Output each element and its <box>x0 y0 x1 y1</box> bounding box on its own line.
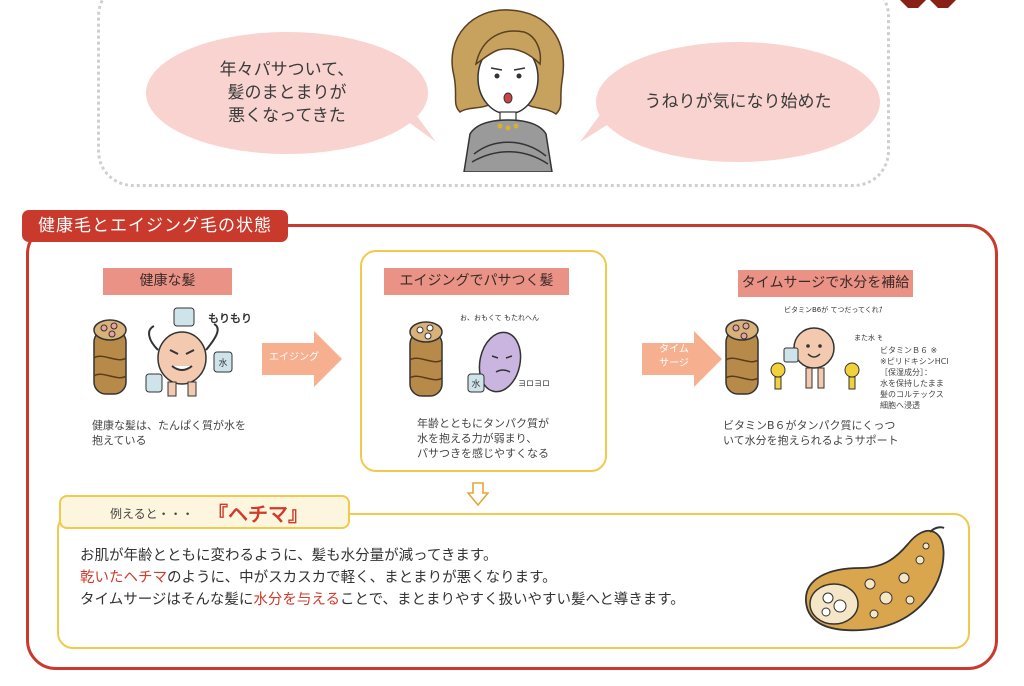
vitamin-b6-note: ビタミンＢ６ ※ ※ピリドキシンHCl ［保湿成分］： 水を保持したまま 髪のコ… <box>880 346 949 410</box>
label-timesurge-hydration: タイムサージで水分を補給 <box>738 270 913 297</box>
aging-hair-illustration: 水 お、おもくて もたれへん ヨロヨロ <box>409 314 550 397</box>
bucket-water-text-2: 水 <box>471 378 480 390</box>
corner-decoration <box>900 0 956 8</box>
bucket-water-text: 水 <box>218 357 227 369</box>
heavy-text: お、おもくて もたれへん <box>460 314 539 322</box>
main-red-frame <box>26 224 998 670</box>
example-prefix: 例えると・・・ <box>110 507 194 521</box>
example-line-3-start: タイムサージはそんな髪に <box>80 592 254 608</box>
aging-hair-frame <box>360 250 607 472</box>
example-tag <box>59 495 350 529</box>
example-line-3-highlight: 水分を与える <box>253 592 340 608</box>
can-hold-water-text: また水 もてるよ <box>854 333 882 342</box>
down-arrow-icon <box>467 482 489 506</box>
worried-woman-illustration <box>451 9 564 172</box>
timesurge-illustration: ビタミンB6が てつだってくれたよ! また水 もてるよ <box>725 305 882 395</box>
example-frame <box>57 513 970 649</box>
section-title: 健康毛とエイジング毛の状態 <box>22 210 288 242</box>
example-line-2-highlight: 乾いたヘチマ <box>80 570 167 586</box>
arrow-aging <box>262 331 342 387</box>
dried-loofah-illustration <box>805 526 945 632</box>
label-aging-hair: エイジングでパサつく髪 <box>384 268 569 295</box>
yoroyoro-text: ヨロヨロ <box>518 379 550 388</box>
example-line-3-end: ことで、まとまりやすく扱いやすい髪へと導きます。 <box>340 592 685 608</box>
example-loofah-word: 『ヘチマ』 <box>208 502 308 526</box>
healthy-hair-description: 健康な髪は、たんぱく質が水を 抱えている <box>92 419 246 447</box>
example-line-2: 乾いたヘチマのように、中がスカスカで軽く、まとまりが悪くなります。 <box>80 568 557 588</box>
aging-hair-description: 年齢とともにタンパク質が 水を抱える力が弱まり、 パサつきを感じやすくなる <box>417 417 549 460</box>
timesurge-description: ビタミンB６がタンパク質にくっつ いて水分を抱えられるようサポート <box>723 419 899 447</box>
top-dotted-frame <box>97 0 890 187</box>
label-healthy-hair: 健康な髪 <box>103 268 232 295</box>
morimori-text: もりもり! <box>208 312 250 325</box>
example-line-3: タイムサージはそんな髪に水分を与えることで、まとまりやすく扱いやすい髪へと導きま… <box>80 590 685 610</box>
arrow-aging-label: エイジング <box>269 352 319 363</box>
arrow-timesurge <box>642 331 722 387</box>
speech-bubble-left: 年々パサついて、 髪のまとまりが 悪くなってきた <box>146 32 428 154</box>
example-line-1: お肌が年齢とともに変わるように、髪も水分量が減ってきます。 <box>80 548 498 564</box>
arrow-timesurge-label: タイム サージ <box>659 344 689 369</box>
speech-bubble-right: うねりが気になり始めた <box>596 42 880 162</box>
example-line-2-rest: のように、中がスカスカで軽く、まとまりが悪くなります。 <box>167 570 557 586</box>
vitamin-helped-text: ビタミンB6が てつだってくれたよ! <box>784 305 882 314</box>
healthy-hair-illustration: 水 もりもり! <box>93 307 250 397</box>
